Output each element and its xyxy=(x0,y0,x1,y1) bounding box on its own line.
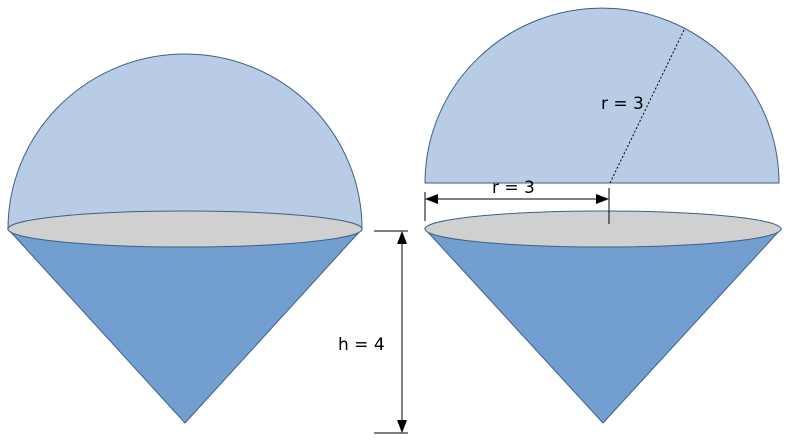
right-hemisphere-group xyxy=(424,7,780,184)
right-hemisphere xyxy=(424,7,780,184)
left-cone xyxy=(6,228,364,424)
height-dimension xyxy=(374,230,408,434)
radius-dimension xyxy=(424,188,610,224)
horizontal-radius-label: r = 3 xyxy=(492,178,535,198)
left-solid xyxy=(6,53,364,424)
left-base-ellipse xyxy=(7,210,363,248)
right-base-ellipse xyxy=(424,210,782,248)
right-cone xyxy=(423,228,783,424)
height-label: h = 4 xyxy=(338,335,385,355)
slanted-radius-label: r = 3 xyxy=(601,94,644,114)
right-cone-group xyxy=(423,210,783,424)
slanted-radius-line xyxy=(609,27,686,184)
